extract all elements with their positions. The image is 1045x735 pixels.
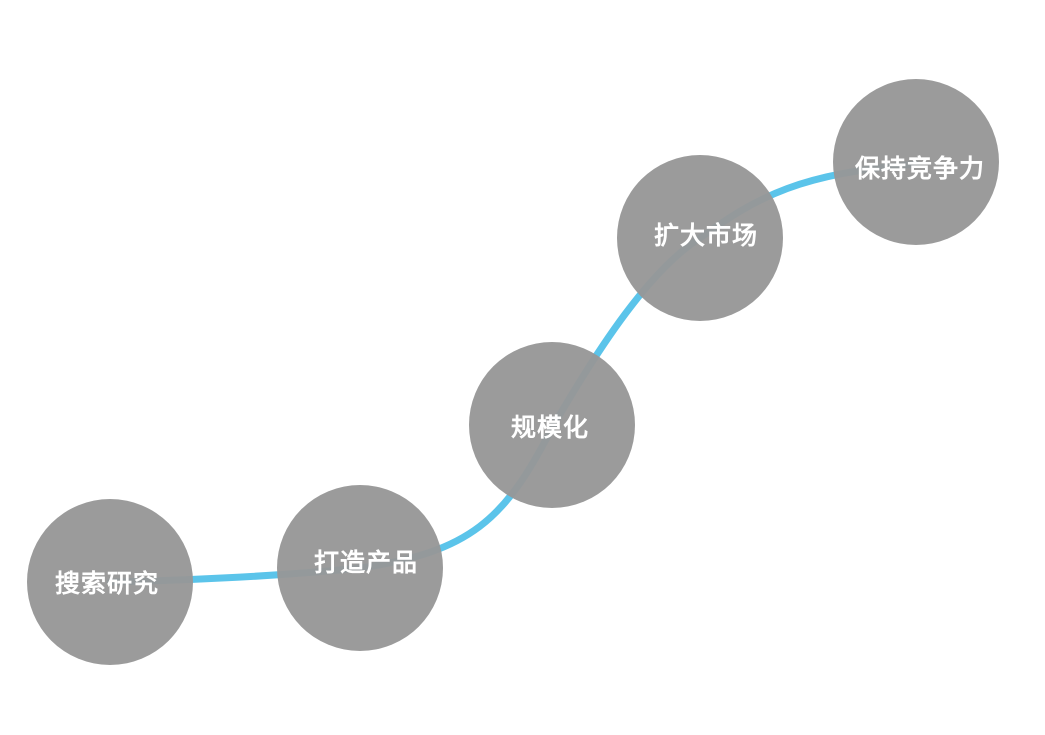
node-label-step4: 扩大市场 — [654, 221, 758, 250]
node-step1: 搜索研究 — [27, 499, 193, 665]
node-label-step5: 保持竞争力 — [854, 154, 985, 183]
node-step4: 扩大市场 — [617, 155, 783, 321]
node-step5: 保持竞争力 — [833, 79, 999, 245]
node-circle — [833, 79, 999, 245]
node-label-step1: 搜索研究 — [55, 569, 159, 598]
node-circle — [617, 155, 783, 321]
node-label-step3: 规模化 — [511, 413, 589, 442]
node-step3: 规模化 — [469, 342, 635, 508]
node-circle — [27, 499, 193, 665]
node-circle — [277, 485, 443, 651]
node-circle — [469, 342, 635, 508]
node-label-step2: 打造产品 — [314, 548, 418, 577]
node-step2: 打造产品 — [277, 485, 443, 651]
